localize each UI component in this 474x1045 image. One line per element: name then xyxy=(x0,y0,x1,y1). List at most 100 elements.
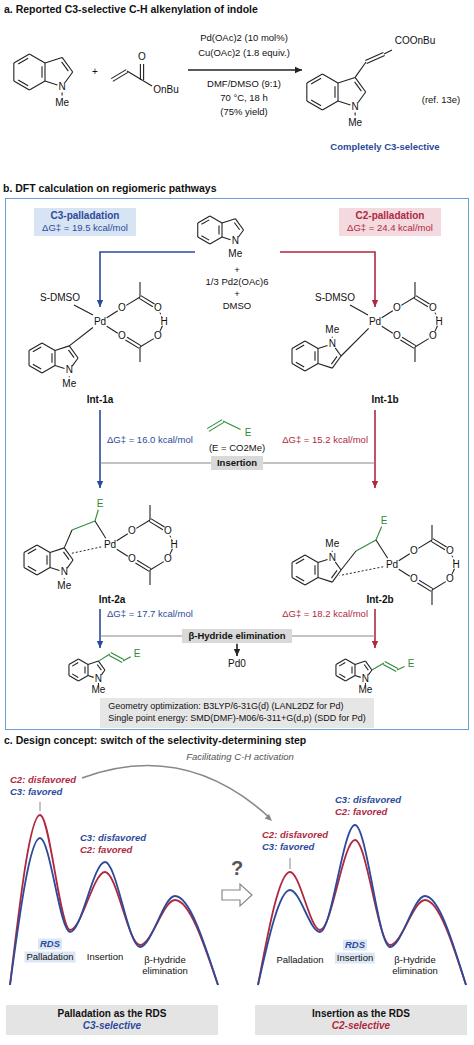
bond-line xyxy=(335,665,336,676)
box-heading: Palladation as the RDS xyxy=(10,1008,214,1020)
box-heading: C2-palladation xyxy=(347,210,433,222)
bond-line xyxy=(305,364,318,372)
bond-line xyxy=(306,83,307,101)
step-label: β-Hydride elimination xyxy=(135,955,195,977)
bond-line xyxy=(160,326,162,332)
bond-line xyxy=(452,569,454,575)
bond-line xyxy=(98,654,110,661)
bond-line xyxy=(365,683,366,685)
bond-line xyxy=(170,549,172,555)
bond-line xyxy=(318,345,328,348)
bond-line xyxy=(382,311,393,318)
bond-line xyxy=(137,560,151,568)
bond-line xyxy=(51,353,52,363)
substituent-label: E xyxy=(408,658,415,670)
bond-line xyxy=(107,311,118,318)
atom-label: Me xyxy=(55,97,69,109)
method-box: Geometry optimization: B3LYP/6-31G(d) (L… xyxy=(100,698,374,727)
bond-line xyxy=(67,560,73,568)
bond-line xyxy=(305,341,318,349)
bond-line xyxy=(72,663,78,667)
bond-line xyxy=(314,565,315,575)
bond-line xyxy=(218,226,219,235)
bond-line xyxy=(28,549,36,554)
bond-line xyxy=(127,71,142,80)
bond-line xyxy=(78,659,88,665)
bond-line xyxy=(107,326,118,333)
bond-line xyxy=(399,569,410,576)
bond-line xyxy=(68,665,69,676)
bond-line xyxy=(365,661,371,670)
bond-line xyxy=(117,549,128,556)
bond-line xyxy=(350,305,368,315)
step-box: Insertion xyxy=(211,456,263,469)
bond-line xyxy=(109,655,122,662)
bond-line xyxy=(136,520,150,528)
atom-label: H xyxy=(435,316,442,328)
bond-line xyxy=(62,62,69,71)
rds-tag: RDS xyxy=(343,940,367,951)
step-label: β-Hydride elimination xyxy=(385,955,445,977)
bond-line xyxy=(383,664,396,671)
bond-line xyxy=(33,347,41,352)
bond-line xyxy=(335,348,341,356)
bond-line xyxy=(332,570,341,582)
bond-line xyxy=(207,420,222,429)
box-heading: b. DFT calculation on regiomeric pathway… xyxy=(3,182,217,195)
bond-line xyxy=(332,551,333,552)
bond-line xyxy=(18,58,28,64)
atom-label: O xyxy=(429,330,437,342)
bond-line xyxy=(111,70,126,79)
selectivity-note: Completely C3-selective xyxy=(330,142,439,153)
panel-title: c. Design concept: switch of the selecti… xyxy=(4,734,306,746)
bond-line xyxy=(418,540,432,548)
bond-line xyxy=(431,590,432,605)
bond-line xyxy=(296,576,304,581)
bond-line xyxy=(54,351,55,366)
atom-label: OnBu xyxy=(153,84,179,96)
bond-line xyxy=(88,661,98,664)
arrow-line xyxy=(188,69,302,71)
atom-label: Me xyxy=(228,249,242,261)
bond-line xyxy=(222,237,231,240)
bond-line xyxy=(385,662,398,669)
bond-line xyxy=(69,376,70,377)
box-heading: β-Hydride elimination xyxy=(188,630,285,641)
bond-line xyxy=(311,78,321,84)
bond-line xyxy=(291,563,292,578)
atom-label: Pd xyxy=(386,559,398,571)
intermediate-label: Int-1b xyxy=(371,394,398,406)
bond-line xyxy=(28,351,29,366)
bond-line xyxy=(435,326,437,332)
bond-line xyxy=(402,337,416,345)
box-heading: Insertion xyxy=(217,457,257,468)
bond-line xyxy=(364,664,368,670)
arrow-head xyxy=(295,67,302,73)
step-label: Palladation xyxy=(276,955,323,966)
bond-line xyxy=(307,101,323,110)
bond-line xyxy=(317,349,318,364)
bond-line xyxy=(337,83,338,101)
bond-line xyxy=(149,505,150,520)
step-label: Insertion xyxy=(87,952,123,963)
bond-line xyxy=(311,100,321,106)
bond-line xyxy=(139,347,140,362)
bond-line xyxy=(367,55,385,63)
question-mark: ? xyxy=(231,857,243,880)
bond-line xyxy=(318,364,332,369)
rds-tag: RDS xyxy=(38,939,62,950)
bond-line xyxy=(14,81,30,90)
bond-line xyxy=(62,93,63,96)
bond-line xyxy=(292,555,305,563)
bond-line xyxy=(68,350,74,358)
selectivity-tag: C2: favored xyxy=(80,845,132,856)
selectivity-tag: C3: favored xyxy=(10,787,62,798)
bond-line xyxy=(64,548,73,560)
energy-barrier: ΔG‡ = 16.0 kcal/mol xyxy=(107,435,193,446)
bond-line xyxy=(63,552,69,560)
atom-label: Pd xyxy=(104,539,116,551)
bond-line xyxy=(305,578,318,586)
bond-line xyxy=(69,346,78,358)
bond-line xyxy=(72,358,78,366)
arrow-head xyxy=(372,481,378,488)
